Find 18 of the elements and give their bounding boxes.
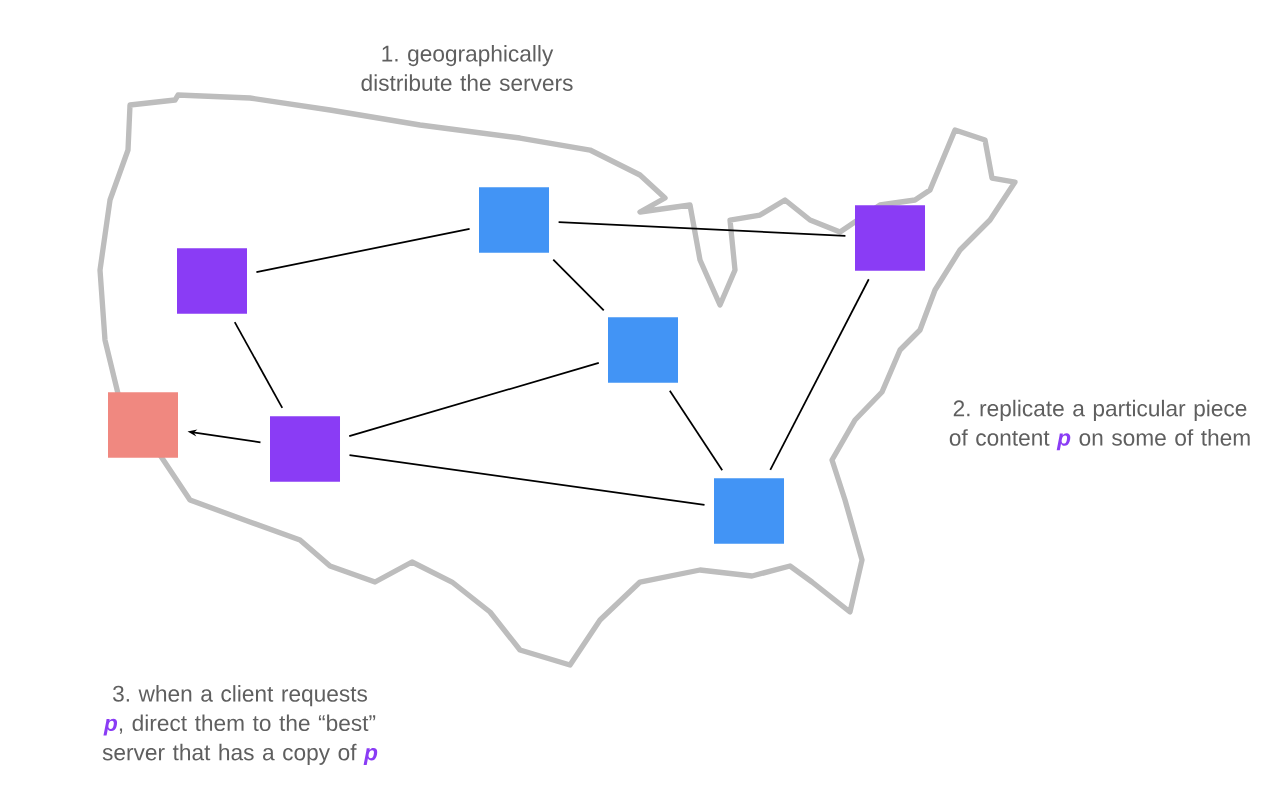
connector-line [255,228,471,273]
annotation-text: 1. geographically distribute the servers [361,45,573,91]
server-square [177,248,247,314]
annotation-text: 2. replicate a particular piece of content p on some of them [949,399,1250,451]
connector-line [769,278,870,471]
connector-line [552,258,605,312]
annotation-text: 3. when a client requests p, direct them to the “best” server that has a copy of p [102,685,378,765]
connector-line [233,321,284,409]
server-square [855,205,925,271]
connector-line [668,389,724,472]
server-square [608,317,678,383]
server-square [714,478,784,544]
connector-line [348,362,600,437]
server-square [479,187,549,253]
connector-line [557,221,847,237]
client-square [108,392,178,458]
connector-line [348,454,706,506]
server-square [270,416,340,482]
